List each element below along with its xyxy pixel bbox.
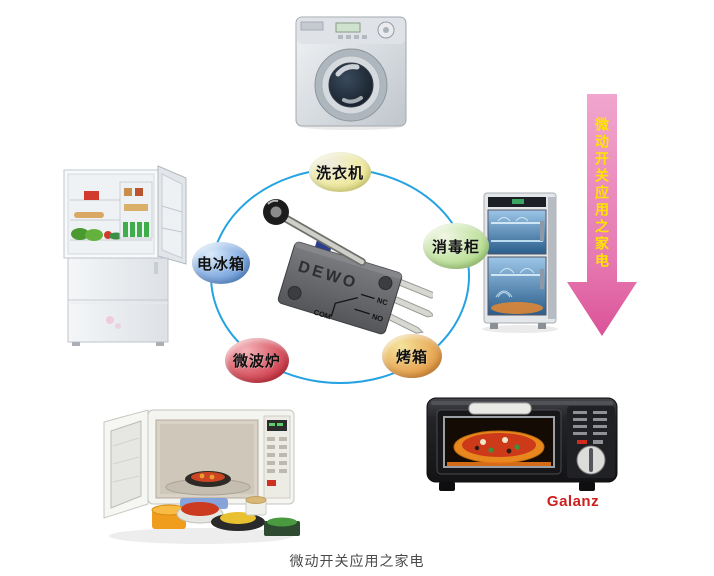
bubble-microwave-label: 微波炉: [232, 353, 281, 370]
bubble-microwave: 微波炉: [225, 338, 289, 383]
micro-switch-image: DEWO COM NC NO: [263, 199, 433, 335]
application-arrow: [567, 94, 637, 336]
bubble-refrigerator-label: 电冰箱: [196, 255, 245, 273]
application-arrow-label: 微动开关应用之家电: [594, 117, 610, 270]
bubble-disinfection-cabinet-label: 消毒柜: [431, 238, 480, 256]
bubble-disinfection-cabinet: 消毒柜: [423, 223, 489, 269]
washing-machine-image: [295, 16, 407, 130]
bubble-washing-machine: 洗衣机: [309, 152, 371, 192]
oven-brand-label: Galanz: [546, 493, 600, 510]
toaster-oven-image: [426, 397, 618, 491]
microwave-image: [103, 409, 300, 544]
switch-nc-text: NC: [376, 296, 390, 308]
switch-no-text: NO: [371, 312, 385, 324]
page-caption: 微动开关应用之家电: [289, 553, 425, 569]
bubble-washing-machine-label: 洗衣机: [315, 164, 364, 182]
bubble-refrigerator: 电冰箱: [192, 242, 250, 284]
bubble-oven-label: 烤箱: [395, 348, 428, 366]
bubble-oven: 烤箱: [382, 334, 442, 378]
disinfection-cabinet-image: [482, 192, 558, 333]
refrigerator-image: [63, 165, 187, 346]
